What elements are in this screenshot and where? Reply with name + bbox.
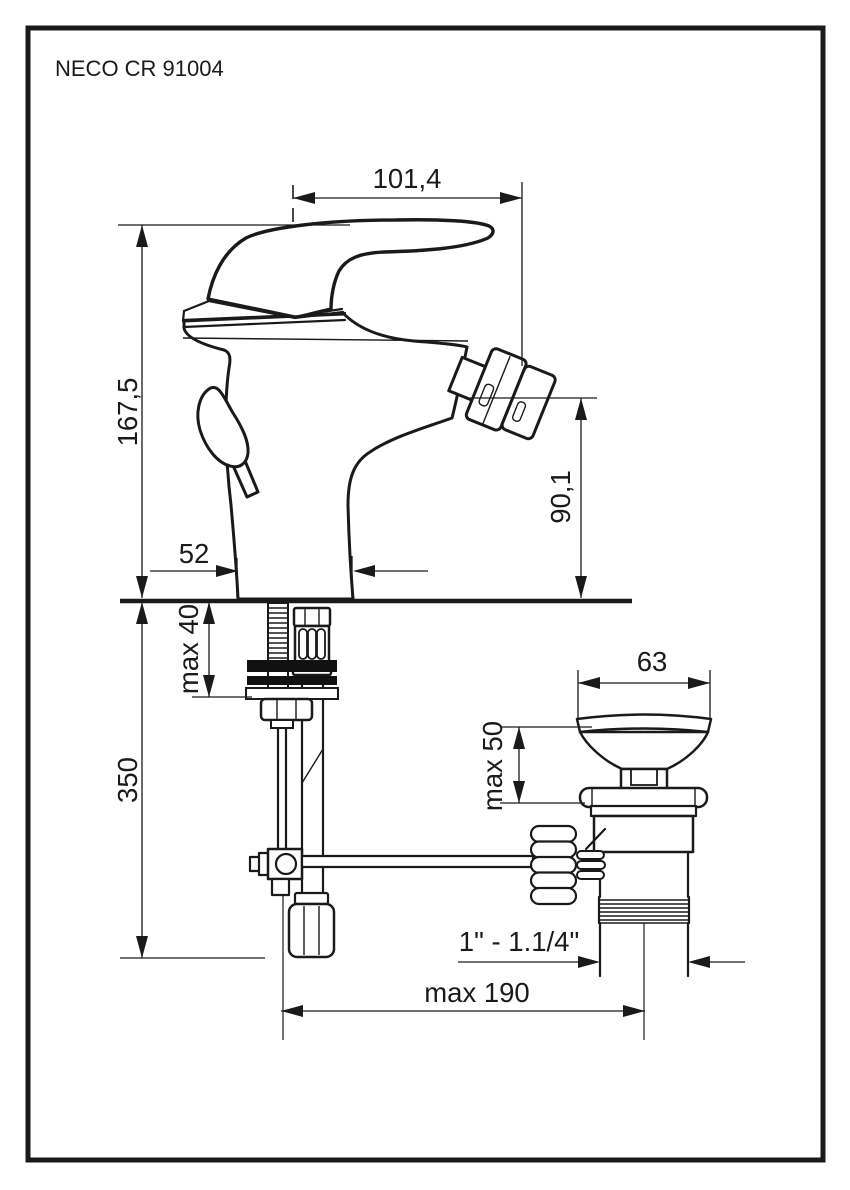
dim-label-base-width: 52 (179, 538, 210, 569)
dim-label-waste-top-width: 63 (637, 646, 668, 677)
drain-tailpipe (598, 921, 690, 978)
dim-waste-max-depth: max 50 (477, 721, 592, 811)
under-deck-assembly (245, 602, 535, 1040)
dim-label-spout-projection: 101,4 (373, 163, 442, 194)
drain-neck (619, 767, 669, 791)
drawing-frame (25, 25, 826, 1163)
dim-max-deck-thickness: max 40 (173, 602, 252, 698)
dim-label-rod-max-reach: max 190 (424, 977, 529, 1008)
dim-label-waste-max-depth: max 50 (477, 721, 508, 811)
mounting-nut (259, 697, 314, 722)
dim-rod-max-reach: max 190 (281, 977, 645, 1017)
gasket-bar-bottom (247, 676, 337, 685)
dim-base-width: 52 (150, 538, 428, 597)
faucet-body (182, 312, 469, 601)
drain-threads (597, 895, 691, 925)
aerator-outlet (447, 347, 557, 441)
body-seam-line (182, 337, 469, 342)
mounting-hardware (245, 660, 339, 729)
drain-body (592, 814, 695, 854)
dim-waste-thread-size: 1" - 1.1/4" (458, 926, 745, 968)
supply-hose (287, 606, 336, 959)
dim-total-height: 167,5 (112, 224, 350, 598)
dim-label-max-deck-thickness: max 40 (173, 604, 204, 694)
knurled-coupling (529, 824, 606, 906)
faucet-assembly (181, 185, 557, 601)
drain-assembly (529, 713, 713, 1040)
washer-plate (245, 687, 339, 700)
dim-label-outlet-height: 90,1 (545, 470, 576, 524)
lever-knob (196, 386, 250, 469)
faucet-handle (206, 218, 495, 319)
pop-up-rod (248, 726, 304, 1040)
horizontal-control-rod (300, 854, 535, 869)
dim-label-supply-hose-length: 350 (112, 757, 143, 803)
dim-outlet-height: 90,1 (470, 397, 597, 598)
dim-waste-top-width: 63 (577, 646, 711, 719)
dim-label-total-height: 167,5 (112, 378, 143, 447)
dim-spout-projection: 101,4 (293, 163, 523, 366)
dim-label-waste-thread-size: 1" - 1.1/4" (459, 926, 579, 957)
drain-stopper-cap (575, 713, 713, 734)
drain-collar (578, 786, 709, 809)
product-title: NECO CR 91004 (55, 56, 224, 81)
gasket-bar-top (247, 660, 337, 672)
dim-supply-hose-length: 350 (112, 602, 265, 959)
